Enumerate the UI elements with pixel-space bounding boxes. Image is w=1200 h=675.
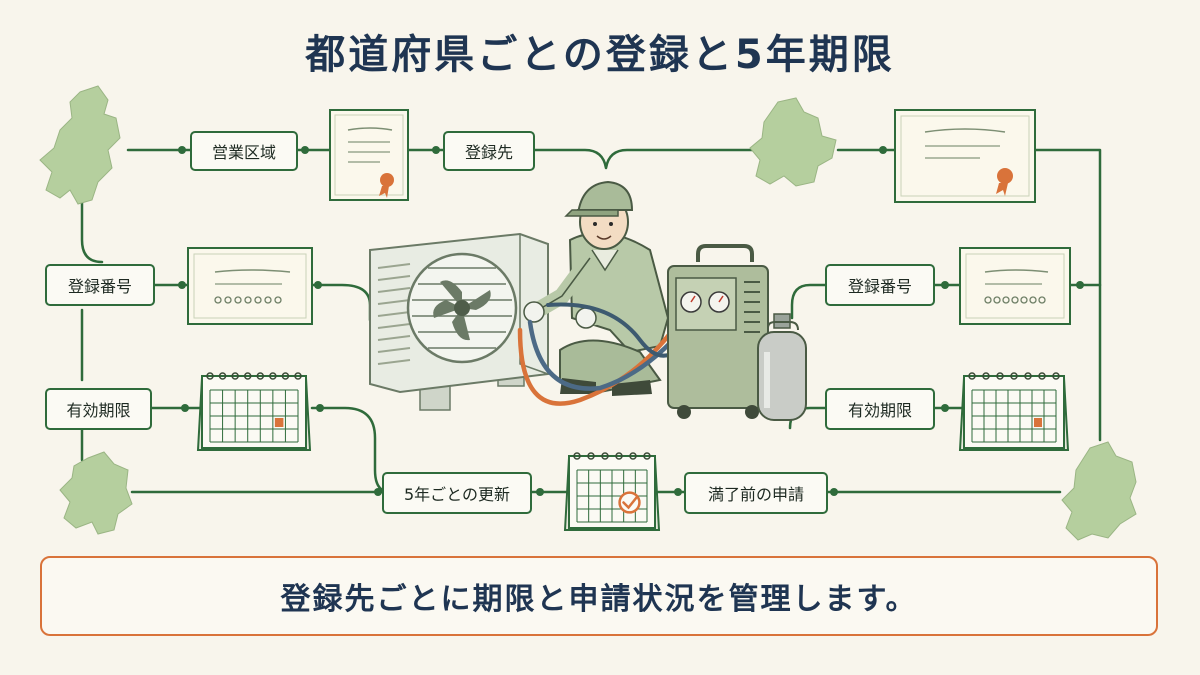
label-expiry-left: 有効期限 xyxy=(45,388,152,430)
technician-figure xyxy=(523,180,670,396)
summary-banner: 登録先ごとに期限と申請状況を管理します。 xyxy=(40,556,1158,636)
label-registration-number-right: 登録番号 xyxy=(825,264,935,306)
label-registration-number-left: 登録番号 xyxy=(45,264,155,306)
label-expiry-right: 有効期限 xyxy=(825,388,935,430)
connector-lines xyxy=(80,148,1102,494)
prefecture-map-icon-bottom-left xyxy=(59,451,133,535)
registration-card-icon-right xyxy=(959,247,1071,325)
prefecture-map-icon-top-right xyxy=(749,97,837,187)
air-conditioner-unit-icon xyxy=(369,232,549,411)
label-area: 営業区域 xyxy=(190,131,298,171)
label-registered-to: 登録先 xyxy=(443,131,535,171)
refrigerant-recovery-machine-icon xyxy=(667,244,769,419)
label-pre-expiry-application: 満了前の申請 xyxy=(684,472,828,514)
certificate-icon xyxy=(329,109,409,201)
calendar-icon-right xyxy=(958,372,1070,451)
connector-dots xyxy=(178,146,1084,496)
label-five-year-renewal: 5年ごとの更新 xyxy=(382,472,532,514)
certificate-icon-large xyxy=(894,109,1036,203)
calendar-icon-left xyxy=(196,372,312,451)
refrigerant-cylinder-icon xyxy=(757,313,807,421)
page-title: 都道府県ごとの登録と5年期限 xyxy=(305,32,895,78)
prefecture-map-icon-top-left xyxy=(39,85,121,205)
registration-card-icon-left xyxy=(187,247,313,325)
calendar-check-icon xyxy=(563,452,661,531)
prefecture-map-icon-bottom-right xyxy=(1061,441,1137,541)
